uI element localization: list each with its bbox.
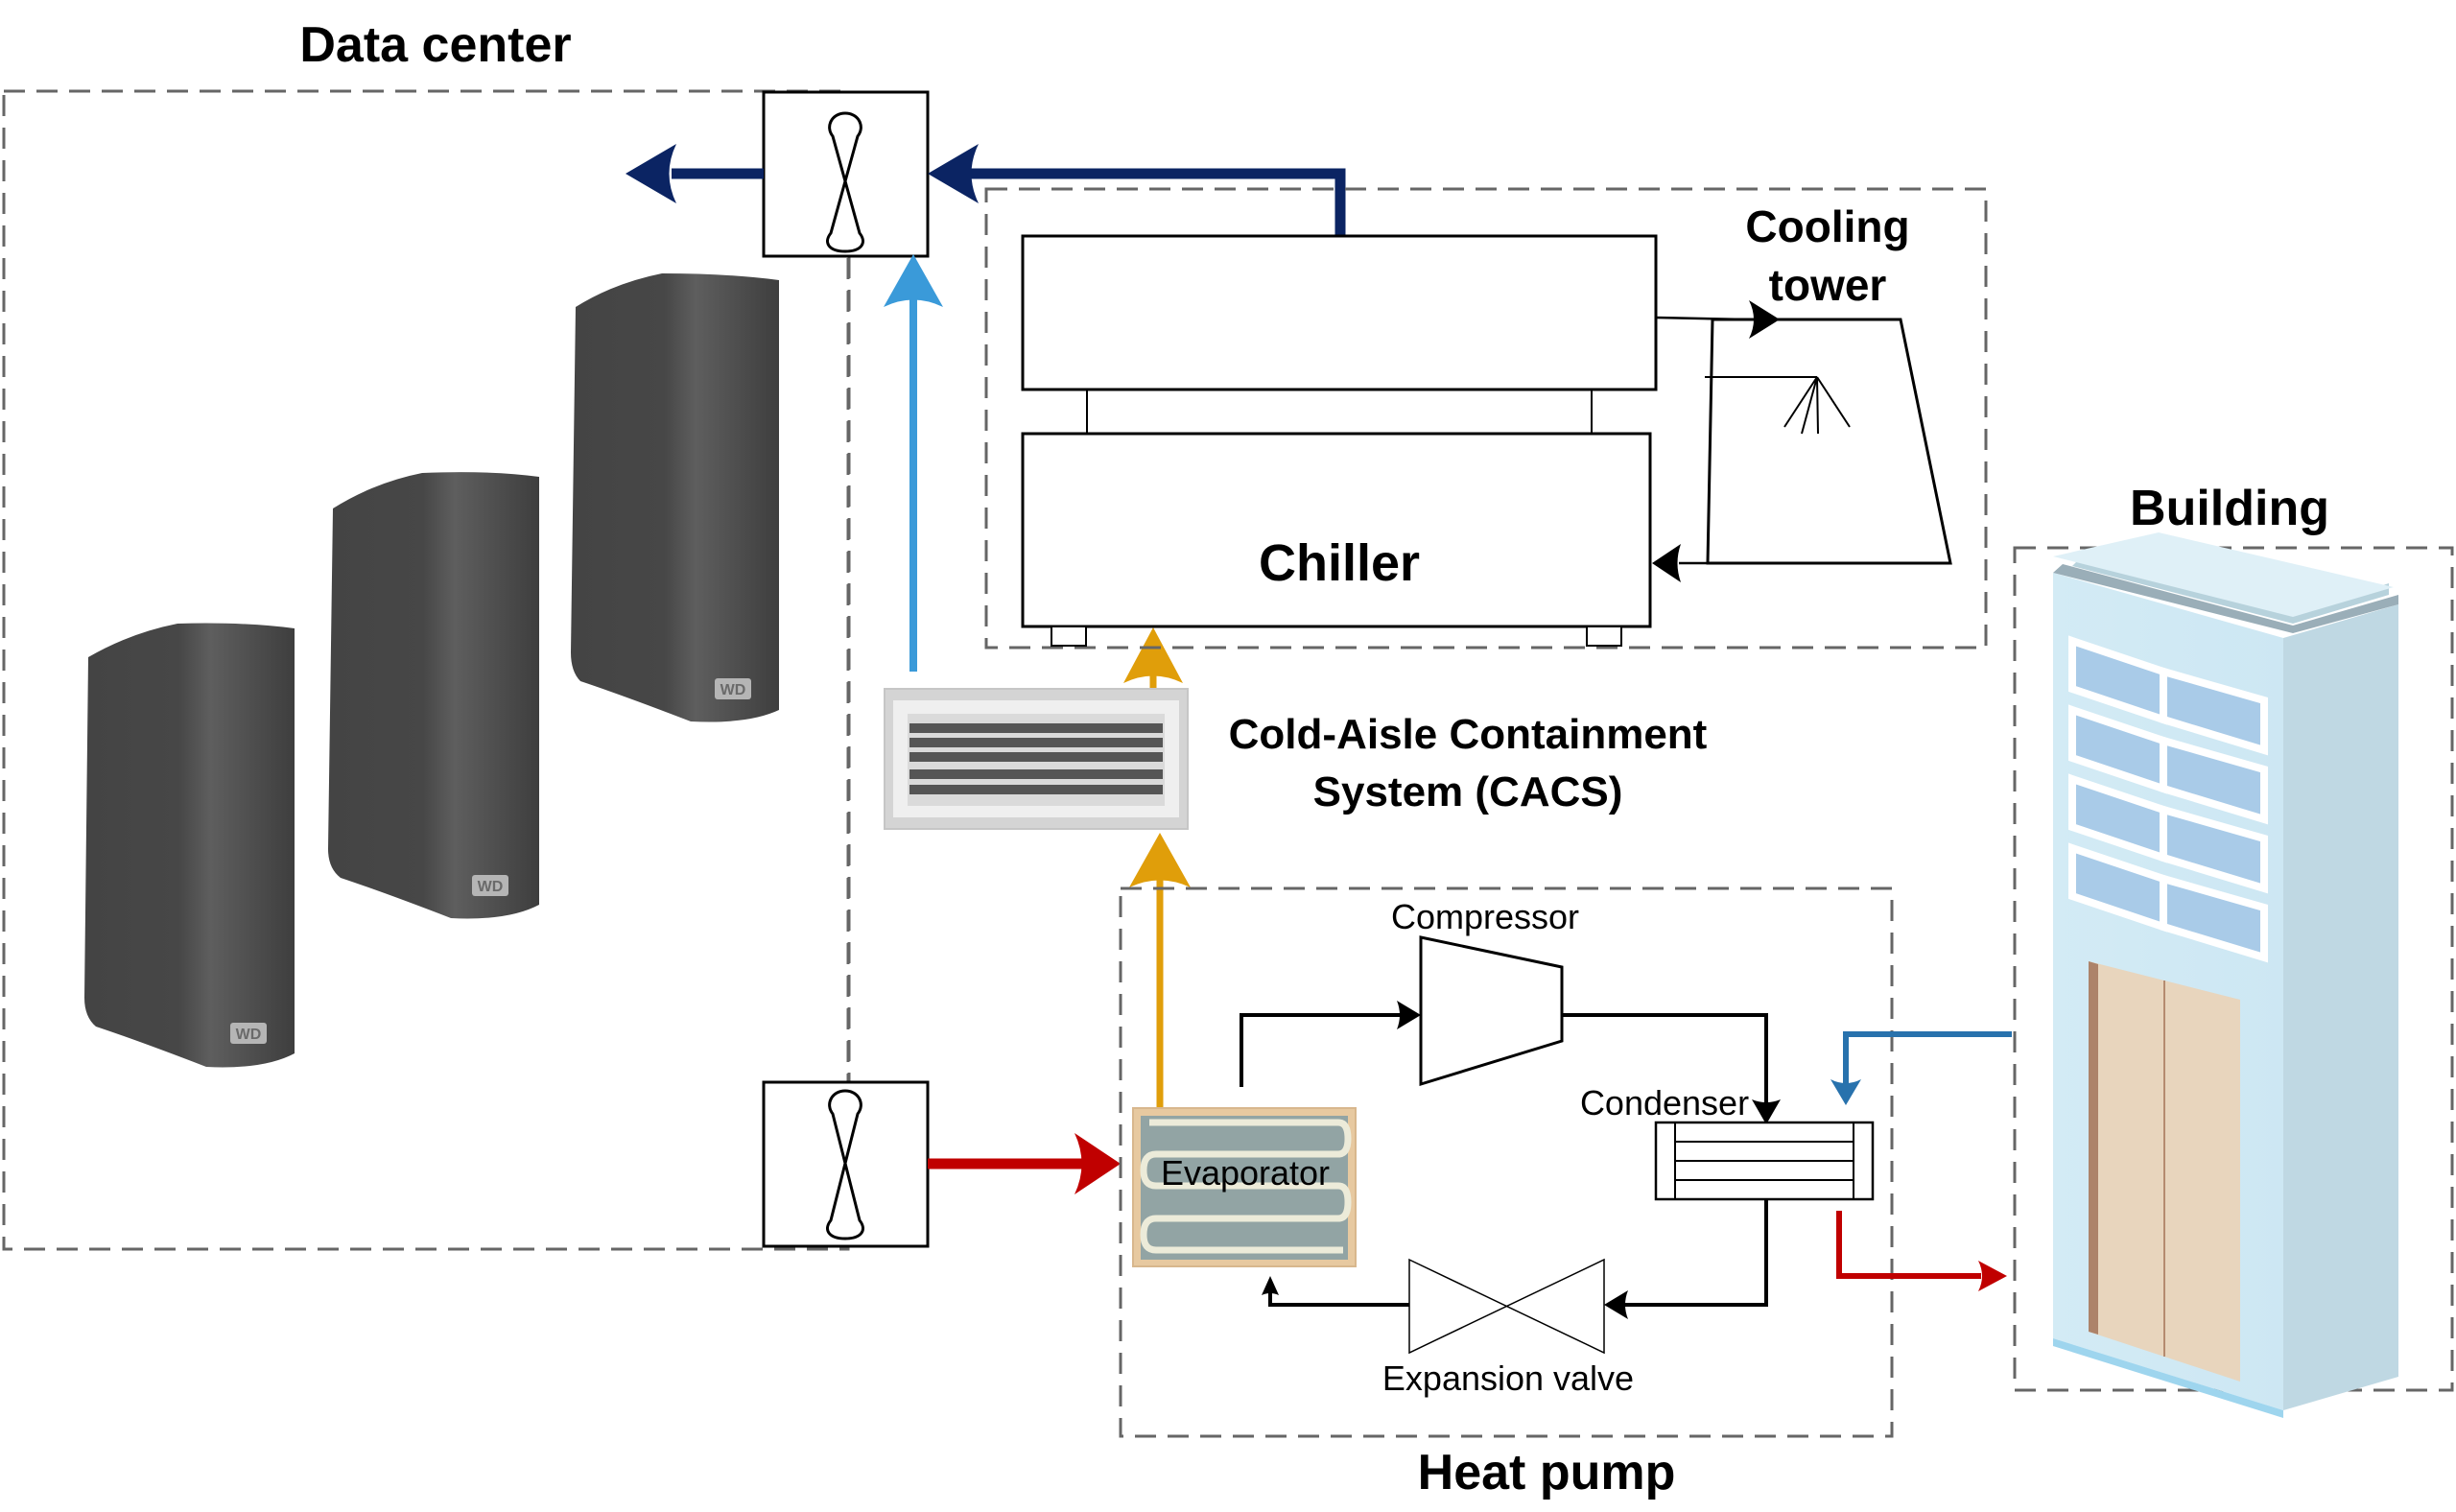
- chiller-return-air-arrow: [928, 144, 1346, 236]
- wd-logo-icon: [715, 678, 751, 699]
- chiller-upper-unit: [1021, 234, 1658, 391]
- vent-slat: [909, 785, 1163, 794]
- building-icon: [2053, 532, 2398, 1418]
- server-logo-text: WD: [478, 879, 504, 895]
- cacs-title-line2: System (CACS): [1313, 768, 1623, 815]
- cacs-unit: [884, 688, 1189, 830]
- cold-supply-air-arrow: [884, 254, 943, 672]
- expansion-valve-label: Expansion valve: [1382, 1358, 1634, 1398]
- vent-slat: [909, 769, 1163, 779]
- fan-icon: [826, 1089, 864, 1240]
- vent-slat: [909, 752, 1163, 762]
- cacs-to-chiller-arrow: [1123, 627, 1183, 693]
- building-group: Building: [2013, 481, 2454, 1418]
- cooling-tower: [1705, 318, 1952, 565]
- server-logo-text: WD: [720, 682, 746, 698]
- cooling-tower-title-line1: Cooling: [1745, 201, 1909, 251]
- evaporator-icon: [1132, 1107, 1357, 1267]
- data-center-group: Data center WD WD WD: [2, 17, 930, 1251]
- exhaust-fan: [762, 90, 930, 258]
- building-return-water-arrow: [1830, 1031, 2012, 1105]
- cooling-tower-title-line2: tower: [1769, 260, 1887, 310]
- evaporator-label: Evaporator: [1161, 1153, 1330, 1193]
- wd-logo-icon: [472, 875, 508, 896]
- cacs-title-line1: Cold-Aisle Containment: [1229, 711, 1708, 758]
- chiller-group: Chiller Cooling tower: [984, 187, 1988, 650]
- data-center-boundary: [2, 89, 850, 1251]
- building-boundary: [2013, 546, 2454, 1392]
- refrigerant-line-evap-to-comp: [1240, 1013, 1401, 1087]
- heat-pump-title: Heat pump: [1418, 1445, 1676, 1500]
- spray-nozzle-icon: [1783, 376, 1851, 435]
- server-rack-front: WD: [84, 623, 295, 1068]
- compressor-icon: [1419, 935, 1564, 1087]
- condenser-label: Condenser: [1580, 1083, 1749, 1122]
- exhaust-air-arrow-left: [626, 144, 764, 203]
- hot-air-to-evaporator-arrow: [928, 1133, 1121, 1194]
- heat-pump-boundary: [1119, 886, 1894, 1438]
- refrigerant-line-cond-to-valve: [1621, 1199, 1768, 1307]
- condenser-icon: [1654, 1121, 1875, 1201]
- chiller-to-tower-line: [1655, 300, 1780, 339]
- vent-slat: [909, 738, 1163, 747]
- heat-pump-group: Heat pump Compressor Expansion valve Con…: [1119, 886, 1894, 1500]
- compressor-label: Compressor: [1391, 897, 1579, 936]
- refrigerant-line-comp-to-cond: [1562, 1013, 1768, 1108]
- chiller-title: Chiller: [1259, 534, 1420, 592]
- chiller-foot: [1586, 626, 1622, 647]
- server-rack-middle: WD: [328, 472, 539, 919]
- building-title: Building: [2130, 481, 2329, 536]
- tower-to-chiller-line: [1652, 544, 1708, 582]
- wd-logo-icon: [230, 1023, 267, 1044]
- chiller-lower-unit: [1021, 432, 1652, 628]
- fan-icon: [826, 111, 864, 253]
- vent-slat: [909, 723, 1163, 733]
- building-supply-water-arrow: [1836, 1211, 2007, 1291]
- server-rack-back: WD: [571, 273, 779, 722]
- data-center-title: Data center: [299, 17, 571, 73]
- server-logo-text: WD: [236, 1027, 262, 1043]
- refrigerant-line-valve-to-evap: [1268, 1288, 1409, 1307]
- chiller-foot: [1051, 626, 1087, 647]
- chiller-boundary: [984, 187, 1988, 650]
- intake-fan: [762, 1080, 930, 1248]
- expansion-valve-icon: [1408, 1258, 1605, 1355]
- heat-recovery-to-cacs-arrow: [1129, 833, 1191, 1111]
